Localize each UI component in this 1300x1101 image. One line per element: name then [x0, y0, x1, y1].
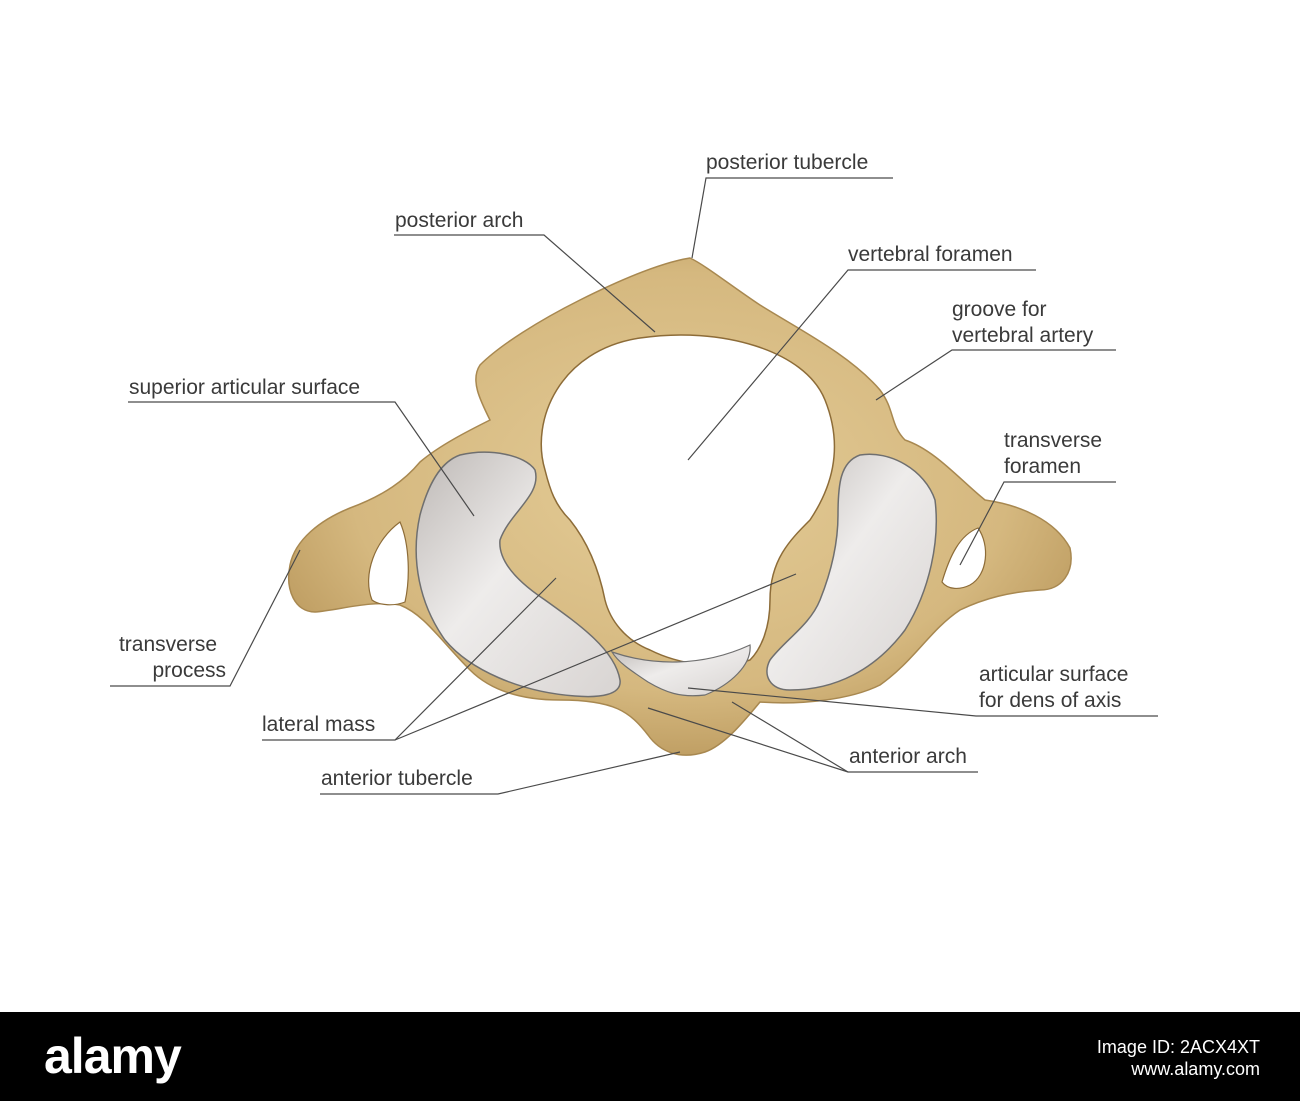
label-transverse-process-line1: transverse: [118, 633, 218, 656]
label-transverse-foramen-line1: transverse: [1004, 429, 1103, 452]
leader-transverse-foramen: [959, 481, 1116, 566]
leader-lateral-mass-b: [394, 573, 797, 741]
vertebral-foramen-hole: [540, 334, 836, 666]
label-vertebral-foramen: vertebral foramen: [848, 243, 1013, 266]
label-posterior-arch: posterior arch: [395, 209, 524, 232]
label-transverse-foramen-line2: foramen: [1004, 455, 1082, 478]
label-posterior-tubercle: posterior tubercle: [706, 151, 869, 174]
leader-anterior-arch-b: [731, 701, 849, 773]
leader-superior-articular: [128, 401, 475, 517]
leader-lines: [110, 177, 1158, 795]
label-groove-line1: groove for: [952, 298, 1047, 321]
label-superior-articular-surface: superior articular surface: [129, 376, 361, 399]
footer-url: www.alamy.com: [1131, 1059, 1260, 1079]
leader-posterior-arch: [394, 234, 656, 333]
right-superior-articular-surface: [766, 453, 937, 691]
leader-posterior-tubercle: [691, 177, 893, 259]
brand-logo: alamy: [44, 1028, 182, 1084]
footer-info: Image ID: 2ACX4XT www.alamy.com: [1097, 1036, 1260, 1080]
left-superior-articular-surface: [415, 451, 621, 698]
leader-anterior-tubercle: [320, 751, 681, 795]
leader-transverse-process: [110, 549, 301, 687]
footer-bar: alamy Image ID: 2ACX4XT www.alamy.com: [0, 1012, 1300, 1101]
label-anterior-arch: anterior arch: [849, 745, 967, 768]
label-articular-dens-line2: for dens of axis: [979, 689, 1122, 712]
leader-articular-dens: [687, 687, 1158, 717]
label-transverse-process-line2: process: [152, 659, 226, 682]
leader-vertebral-foramen: [687, 269, 1036, 461]
label-anterior-tubercle: anterior tubercle: [321, 767, 473, 790]
leader-groove: [875, 349, 1116, 401]
atlas-vertebra-diagram: posterior tubercle posterior arch verteb…: [110, 151, 1158, 795]
image-id: Image ID: 2ACX4XT: [1096, 1037, 1260, 1057]
label-lateral-mass: lateral mass: [262, 713, 376, 736]
dens-articular-facet: [610, 644, 751, 697]
label-groove-line2: vertebral artery: [952, 324, 1094, 347]
label-articular-dens-line1: articular surface: [979, 663, 1129, 686]
atlas-illustration: [110, 177, 1158, 795]
left-transverse-foramen-hole: [368, 521, 409, 606]
